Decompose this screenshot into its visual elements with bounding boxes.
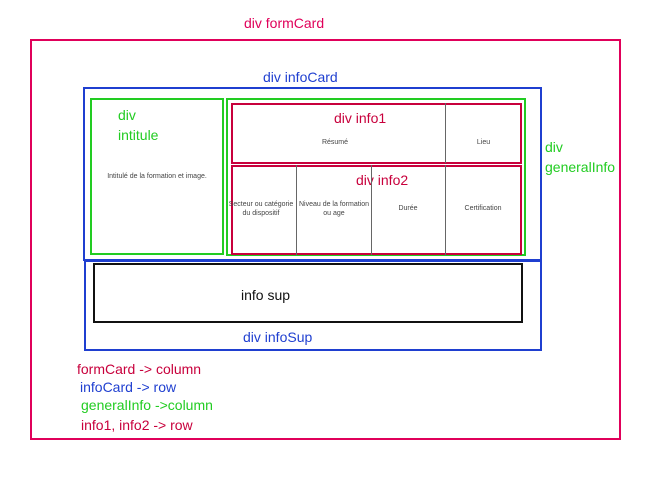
info2-divider-2 — [371, 165, 372, 255]
infosup-box — [84, 260, 542, 351]
formcard-box — [30, 39, 621, 440]
note-formcard: formCard -> column — [77, 361, 202, 377]
note-generalinfo: generalInfo ->column — [81, 397, 213, 413]
secteur-cell-text: Secteur ou catégorie du dispositif — [228, 201, 294, 217]
intitule-box — [90, 98, 224, 255]
generalinfo-label-name: generalInfo — [545, 159, 616, 175]
lieu-cell-text: Lieu — [476, 139, 491, 146]
info1-box — [231, 103, 522, 164]
duree-cell-text: Durée — [398, 205, 418, 212]
info1-label: div info1 — [334, 110, 387, 126]
niveau-cell-text: Niveau de la formation ou age — [298, 201, 370, 217]
resume-cell-text: Résumé — [321, 139, 349, 146]
note-info1-info2: info1, info2 -> row — [81, 417, 193, 433]
intitule-label-div: div — [118, 107, 136, 123]
infosup-inner-box — [93, 263, 523, 323]
info2-box — [231, 165, 522, 255]
infosup-inner-label: info sup — [241, 287, 291, 303]
formcard-label: div formCard — [244, 15, 325, 31]
infocard-label: div infoCard — [263, 69, 338, 85]
note-infocard: infoCard -> row — [80, 379, 177, 395]
info2-divider-1 — [296, 165, 297, 255]
infosup-label: div infoSup — [243, 329, 313, 345]
intitule-cell-text: Intitulé de la formation et image. — [107, 173, 207, 180]
intitule-label-name: intitule — [118, 127, 159, 143]
info1-divider — [445, 103, 446, 163]
info2-divider-3 — [445, 165, 446, 255]
generalinfo-label-div: div — [545, 139, 563, 155]
info2-label: div info2 — [356, 172, 409, 188]
certification-cell-text: Certification — [464, 205, 502, 212]
generalinfo-box — [226, 98, 526, 256]
